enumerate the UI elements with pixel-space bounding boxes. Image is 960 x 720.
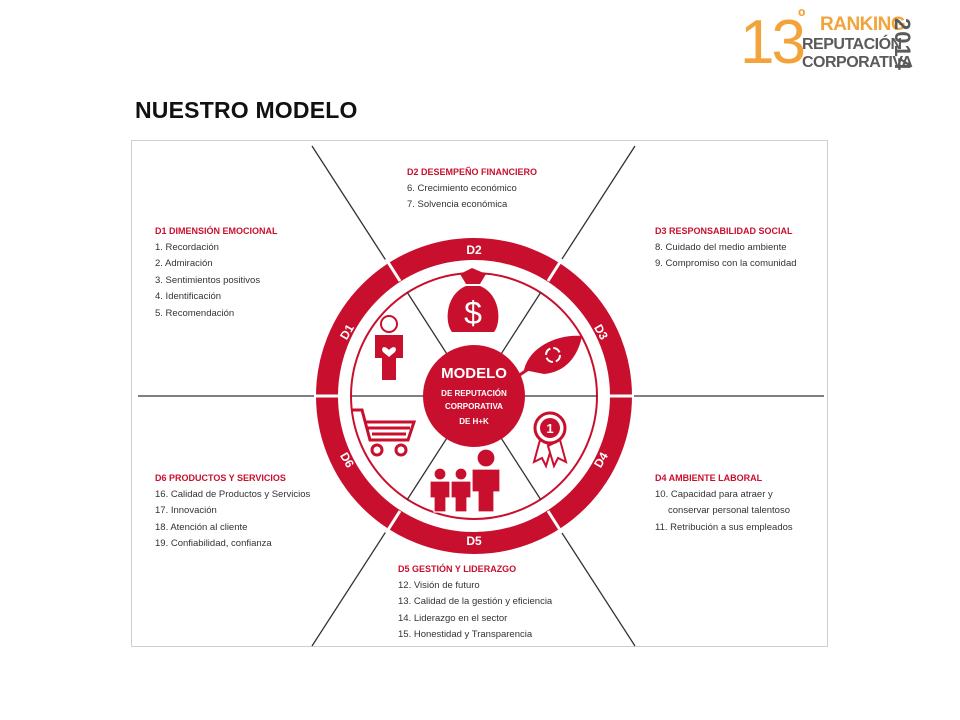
center-line-3: CORPORATIVA [445, 402, 503, 411]
d1-title: D1 DIMENSIÓN EMOCIONAL [155, 226, 278, 236]
logo-number: 13 [740, 8, 806, 77]
d5-title: D5 GESTIÓN Y LIDERAZGO [398, 564, 517, 574]
d1-item: 5. Recomendación [155, 307, 235, 319]
d1-item: 3. Sentimientos positivos [155, 274, 261, 286]
d1-item: 2. Admiración [155, 258, 213, 269]
money-bag-icon: $ [447, 268, 499, 332]
page-title: NUESTRO MODELO [135, 97, 358, 123]
d1-item: 4. Identificación [155, 291, 222, 302]
logo-line-reputacion: REPUTACIÓN [802, 36, 902, 53]
ring-label-d3: D3 [591, 322, 611, 343]
ring-labels: D1 D2 D3 D4 D5 D6 [337, 243, 611, 548]
center-circle [423, 345, 525, 447]
center-line-1: MODELO [441, 365, 507, 382]
d1-item: 1. Recordación [155, 241, 219, 253]
d2-title: D2 DESEMPEÑO FINANCIERO [407, 167, 538, 177]
d6-item: 16. Calidad de Productos y Servicios [155, 488, 311, 500]
d3-item: 8. Cuidado del medio ambiente [655, 241, 787, 253]
d5-item: 14. Liderazgo en el sector [398, 612, 508, 624]
logo-line-corporativa: CORPORATIVA [802, 54, 913, 71]
d2-text-block: D2 DESEMPEÑO FINANCIERO 6. Crecimiento e… [407, 164, 537, 214]
d4-item: 11. Retribución a sus empleados [655, 521, 793, 533]
diagram-frame [131, 140, 828, 647]
ring-gaps [314, 258, 634, 534]
d4-item: conservar personal talentoso [668, 505, 790, 516]
center-text: MODELO DE REPUTACIÓN CORPORATIVA DE H+K [441, 365, 507, 426]
d5-text-block: D5 GESTIÓN Y LIDERAZGO 12. Visión de fut… [398, 561, 552, 644]
ring-label-d5: D5 [466, 534, 482, 548]
d3-title: D3 RESPONSABILIDAD SOCIAL [655, 226, 793, 236]
d6-text-block: D6 PRODUCTOS Y SERVICIOS 16. Calidad de … [155, 470, 310, 553]
d1-text-block: D1 DIMENSIÓN EMOCIONAL 1. Recordación 2.… [155, 223, 278, 322]
logo-year-text: 2014 [890, 18, 915, 71]
shopping-cart-icon [352, 408, 417, 457]
logo-line-ranking: RANKING [820, 14, 906, 35]
d5-item: 15. Honestidad y Transparencia [398, 629, 533, 640]
d6-title: D6 PRODUCTOS Y SERVICIOS [155, 473, 286, 483]
d5-item: 12. Visión de futuro [398, 579, 480, 591]
d5-item: 13. Calidad de la gestión y eficiencia [398, 596, 553, 607]
ring-label-d4: D4 [591, 450, 611, 471]
d2-item: 6. Crecimiento económico [407, 182, 517, 194]
award-ribbon-icon: 1 [532, 411, 568, 469]
ring-label-d1: D1 [337, 322, 357, 343]
person-heart-icon [375, 315, 403, 380]
svg-text:1: 1 [546, 421, 553, 436]
people-group-icon [429, 448, 501, 513]
d4-item: 10. Capacidad para atraer y [655, 488, 773, 500]
recycle-leaf-icon [517, 335, 582, 378]
d6-item: 17. Innovación [155, 505, 217, 516]
center-line-4: DE H+K [459, 417, 489, 426]
d3-item: 9. Compromiso con la comunidad [655, 258, 797, 269]
ring-label-d2: D2 [466, 243, 482, 257]
ring-label-d6: D6 [337, 450, 357, 471]
logo-year: 2014 [890, 18, 915, 71]
center-line-2: DE REPUTACIÓN [441, 389, 507, 398]
svg-text:$: $ [464, 295, 482, 331]
ranking-logo: 13 RANKING REPUTACIÓN CORPORATIVA 2014 º [740, 6, 920, 80]
d4-text-block: D4 AMBIENTE LABORAL 10. Capacidad para a… [655, 470, 793, 536]
logo-ordinal: º [798, 6, 806, 28]
d2-item: 7. Solvencia económica [407, 199, 508, 210]
d3-text-block: D3 RESPONSABILIDAD SOCIAL 8. Cuidado del… [655, 223, 797, 273]
d6-item: 18. Atención al cliente [155, 521, 248, 533]
d4-title: D4 AMBIENTE LABORAL [655, 473, 763, 483]
d6-item: 19. Confiabilidad, confianza [155, 538, 272, 549]
